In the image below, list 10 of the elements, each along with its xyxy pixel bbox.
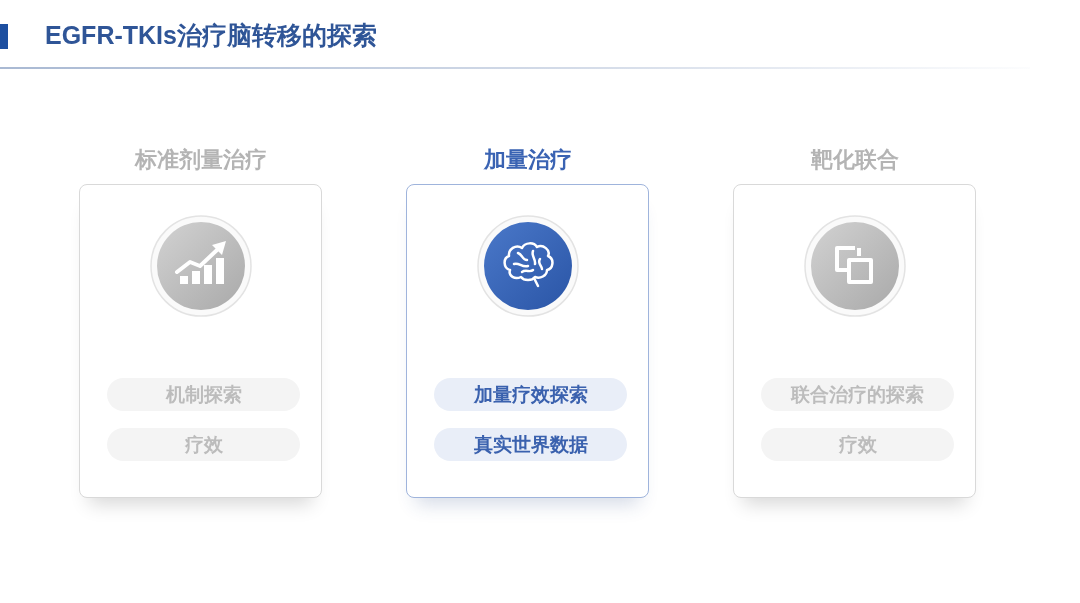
topic-pill: 疗效	[761, 428, 954, 461]
page-title: EGFR-TKIs治疗脑转移的探索	[45, 20, 377, 51]
topic-pill: 机制探索	[107, 378, 300, 411]
card-heading: 标准剂量治疗	[134, 146, 267, 174]
topic-pill: 加量疗效探索	[434, 378, 627, 411]
topic-pill: 真实世界数据	[434, 428, 627, 461]
topic-pill: 疗效	[107, 428, 300, 461]
card-heading: 靶化联合	[810, 146, 899, 174]
topic-pill: 联合治疗的探索	[761, 378, 954, 411]
card-heading: 加量治疗	[483, 146, 572, 174]
